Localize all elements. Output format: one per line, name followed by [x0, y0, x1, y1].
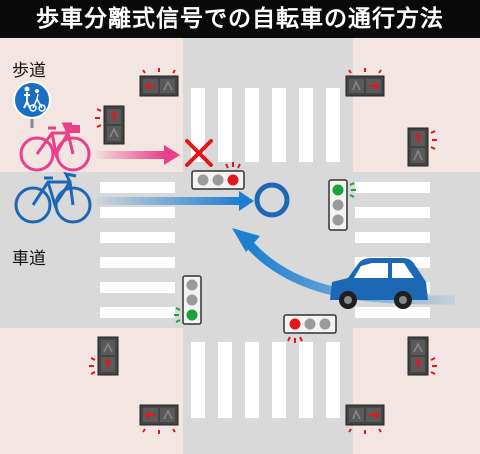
blue-arrow: [96, 191, 254, 211]
pedestrian-signal-top-right: [345, 68, 385, 97]
pedestrian-signal-top-left: [139, 68, 179, 97]
pedestrian-signal-left-vertical: [95, 105, 125, 145]
pink-arrow: [96, 145, 180, 165]
pedestrian-signal-right-vertical: [407, 127, 437, 167]
traffic-light-right-green: [328, 179, 356, 231]
pedestrian-signal-bottom-right-vertical: [407, 336, 437, 376]
traffic-light-left-green: [174, 275, 202, 325]
blue-car-icon: [330, 258, 428, 309]
sidewalk-label: 歩道: [12, 61, 46, 81]
blue-circle-icon: [254, 182, 290, 218]
pedestrian-bicycle-sign-icon: [13, 81, 51, 128]
crosswalk-left: [100, 182, 175, 318]
pedestrian-signal-bottom-left-vertical: [89, 336, 119, 376]
page-title: 歩車分離式信号での自転車の通行方法: [0, 0, 480, 38]
pedestrian-signal-bottom-left: [139, 404, 179, 434]
crosswalk-bottom: [191, 342, 340, 418]
pink-bicycle-icon: [19, 122, 91, 172]
red-x-icon: [185, 139, 213, 167]
roadway-label: 車道: [12, 249, 46, 269]
traffic-light-top-red: [191, 162, 245, 190]
pedestrian-signal-bottom-right: [345, 404, 385, 434]
crosswalk-top: [191, 88, 340, 162]
blue-bicycle-icon: [14, 171, 92, 224]
traffic-light-bottom-red: [283, 314, 337, 343]
